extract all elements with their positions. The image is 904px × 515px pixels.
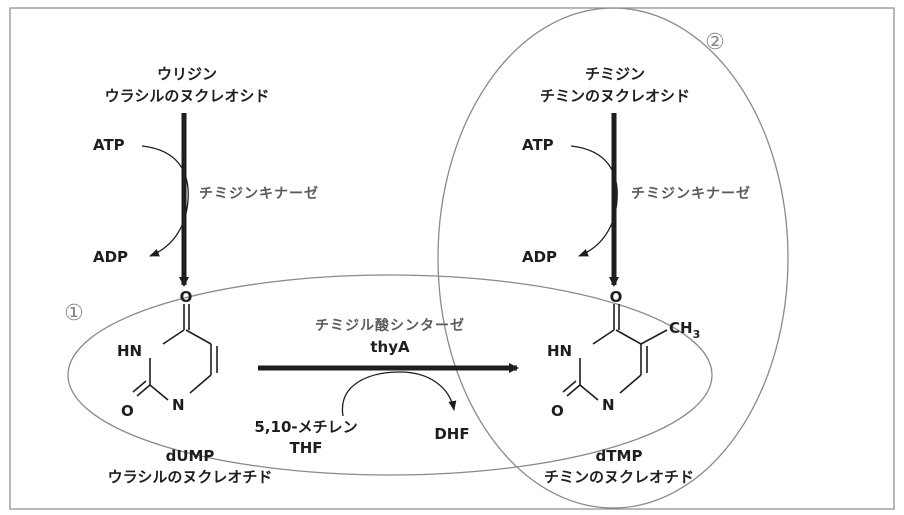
cofactor-curve xyxy=(341,371,457,417)
region-1-ellipse xyxy=(67,274,713,476)
methylene-thf-line1: 5,10-メチレン xyxy=(254,418,357,436)
thymidine-label: チミジン xyxy=(585,65,645,83)
thya-gene-label: thyA xyxy=(370,338,410,356)
dtmp-methyl-subscript: 3 xyxy=(693,328,701,341)
right-atp-adp-curve xyxy=(570,145,618,257)
dtmp-hn: HN xyxy=(547,342,572,360)
methylene-thf-line2: THF xyxy=(289,439,322,457)
dtmp-label: dTMP xyxy=(596,447,643,465)
right-atp-label: ATP xyxy=(522,136,554,154)
uridine-label: ウリジン xyxy=(157,65,217,83)
dump-ring-n: N xyxy=(172,396,185,414)
dtmp-carbonyl-bottom: O xyxy=(551,402,564,420)
dhf-label: DHF xyxy=(434,425,469,443)
dump-label: dUMP xyxy=(166,447,215,465)
region-2-ellipse xyxy=(437,7,789,509)
outer-frame xyxy=(9,7,895,510)
dtmp-ring-n: N xyxy=(602,396,615,414)
dtmp-carbonyl-top: O xyxy=(610,288,623,306)
dump-carbonyl-bottom: O xyxy=(121,402,134,420)
left-atp-adp-curve xyxy=(141,145,189,257)
dtmp-desc: チミンのヌクレオチド xyxy=(544,468,694,486)
dump-desc: ウラシルのヌクレオチド xyxy=(108,468,273,486)
right-kinase-label: チミジンキナーゼ xyxy=(631,185,751,202)
dtmp-methyl: CH3 xyxy=(669,319,700,341)
dump-hn: HN xyxy=(117,342,142,360)
uridine-desc: ウラシルのヌクレオシド xyxy=(105,87,270,105)
left-kinase-label: チミジンキナーゼ xyxy=(199,185,319,202)
synthase-label: チミジル酸シンターゼ xyxy=(315,317,465,334)
left-atp-label: ATP xyxy=(93,136,125,154)
dtmp-structure xyxy=(562,304,668,401)
dump-carbonyl-top: O xyxy=(180,288,193,306)
region-2-marker: ② xyxy=(705,30,725,55)
left-adp-label: ADP xyxy=(93,248,128,266)
region-1-marker: ① xyxy=(64,301,84,326)
right-adp-label: ADP xyxy=(522,248,557,266)
thymidine-desc: チミンのヌクレオシド xyxy=(540,87,690,105)
dtmp-methyl-ch: CH xyxy=(669,319,693,337)
dump-structure xyxy=(132,304,218,401)
